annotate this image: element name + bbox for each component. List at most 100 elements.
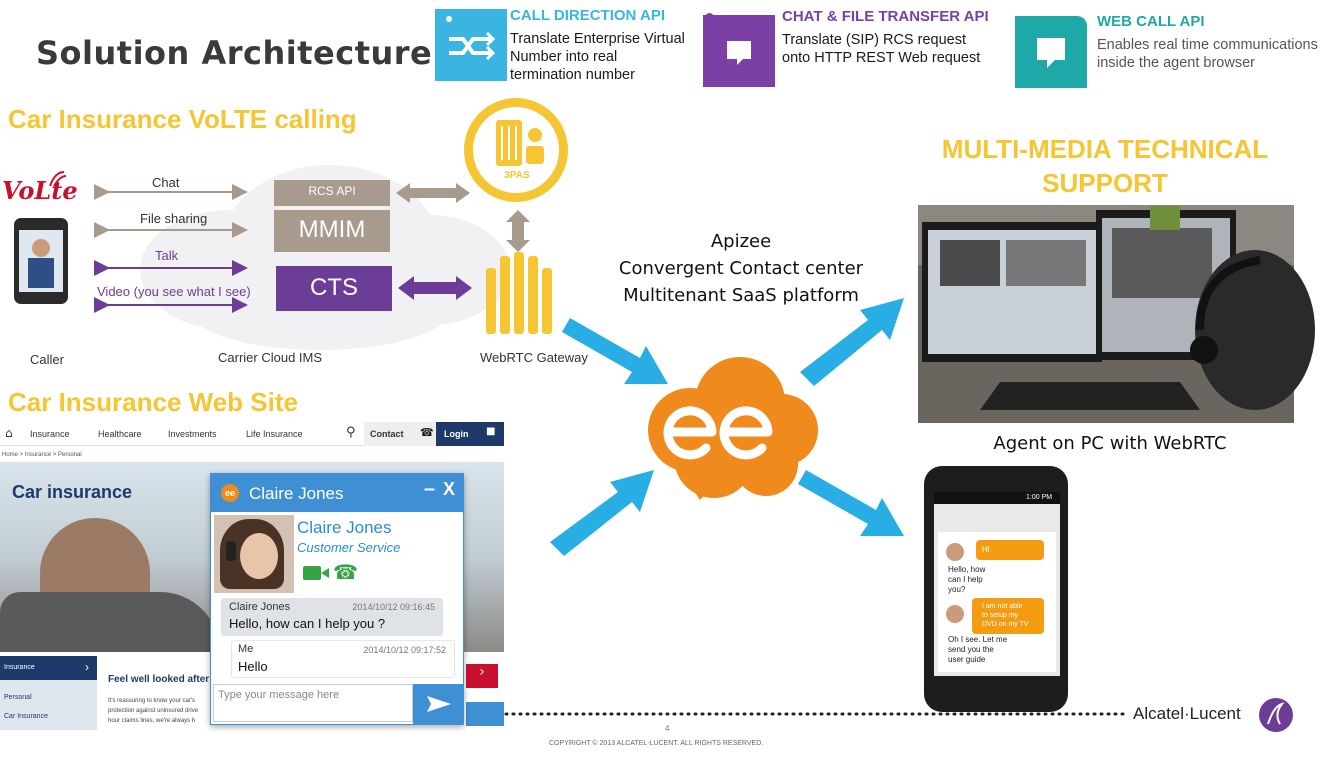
chat-header[interactable]: ee Claire Jones – X — [211, 474, 463, 512]
phone-reply2: Oh I see. Let me send you the user guide — [948, 635, 1007, 665]
phone-bubble-hi: Hi — [982, 545, 990, 554]
call-direction-desc-line2: Number into real — [510, 49, 618, 65]
phone-reply1-line3: you? — [948, 585, 966, 594]
chevron-right-icon: › — [85, 660, 89, 674]
apizee-chat-logo-icon: ee — [221, 484, 239, 502]
arrow-gateway-to-apizee — [562, 318, 668, 384]
chat-header-name: Claire Jones — [249, 484, 344, 503]
nav-insurance[interactable]: Insurance — [30, 429, 70, 439]
login-button[interactable]: Login ■ — [436, 422, 504, 446]
call-direction-api-heading: CALL DIRECTION API — [510, 7, 666, 24]
search-icon[interactable]: ⚲ — [346, 425, 356, 440]
chat-message-agent: Claire Jones 2014/10/12 09:16:45 Hello, … — [221, 598, 443, 636]
web-call-api-heading: WEB CALL API — [1097, 13, 1205, 30]
feel-well-heading: Feel well looked after o — [108, 674, 219, 685]
call-direction-api-icon — [435, 9, 507, 81]
phone-icon: ☎ — [420, 426, 434, 439]
link-video-label: Video (you see what I see) — [97, 284, 251, 299]
chat-transfer-dot — [705, 13, 714, 22]
msg1-time: 2014/10/12 09:16:45 — [352, 602, 435, 612]
chat-input[interactable]: Type your message here — [213, 684, 413, 722]
phone-reply1: Hello, how can I help you? — [948, 565, 985, 595]
brand-name: Alcatel·Lucent — [1133, 704, 1241, 723]
home-icon[interactable]: ⌂ — [5, 426, 13, 440]
copyright: COPYRIGHT © 2013 ALCATEL-LUCENT. ALL RIG… — [549, 740, 764, 747]
agent-smartphone — [924, 466, 1068, 712]
msg2-sender: Me — [238, 643, 254, 655]
caller-phone-icon — [14, 218, 68, 304]
login-label: Login — [444, 429, 469, 439]
video-call-icon[interactable] — [303, 566, 321, 580]
multimedia-title-line2: SUPPORT — [1042, 168, 1168, 198]
rcs-api-box — [274, 180, 390, 206]
gateway-label: WebRTC Gateway — [480, 350, 588, 365]
minimize-icon[interactable]: – — [423, 478, 435, 500]
body-text: It's reassuring to know your car's prote… — [108, 696, 198, 726]
volte-section-title: Car Insurance VoLTE calling — [8, 104, 357, 134]
contact-button[interactable]: Contact ☎ — [364, 422, 436, 446]
cts-label: CTS — [310, 274, 358, 301]
chat-widget[interactable]: ee Claire Jones – X Claire Jones Custome… — [210, 473, 464, 725]
multimedia-title-line1: MULTI-MEDIA TECHNICAL — [941, 134, 1269, 164]
arrow-apizee-to-phone — [798, 470, 904, 536]
call-direction-api-desc: Translate Enterprise Virtual Number into… — [510, 30, 710, 84]
headset-icon — [226, 541, 236, 561]
nav-healthcare[interactable]: Healthcare — [98, 429, 142, 439]
apizee-logo — [648, 357, 818, 500]
msg1-text: Hello, how can I help you ? — [229, 616, 386, 631]
send-button[interactable] — [413, 684, 463, 724]
slide-title: Solution Architecture — [36, 34, 433, 72]
link-chat-label: Chat — [152, 175, 180, 190]
carrier-cloud-label: Carrier Cloud IMS — [218, 350, 323, 365]
cts-box — [276, 266, 392, 311]
phone-reply1-line2: can I help — [948, 575, 983, 584]
chat-transfer-desc-line1: Translate (SIP) RCS request — [782, 32, 966, 48]
phone-bubble2-line2: to setup my — [982, 612, 1019, 619]
web-call-api-desc: Enables real time communications inside … — [1097, 36, 1326, 72]
rcs-api-label: RCS API — [308, 184, 356, 198]
body-line3: hour claims lines, we're always h — [108, 718, 196, 724]
chat-transfer-api-heading: CHAT & FILE TRANSFER API — [782, 8, 989, 25]
nav-investments[interactable]: Investments — [168, 429, 217, 439]
multimedia-title: MULTI-MEDIA TECHNICAL SUPPORT — [910, 132, 1300, 200]
red-cta-button[interactable]: › — [466, 664, 498, 688]
arrow-apizee-to-pc — [800, 298, 904, 386]
msg1-sender: Claire Jones — [229, 601, 291, 613]
agent-avatar — [214, 515, 294, 593]
webrtc-gateway-icon — [486, 252, 552, 334]
agent-role: Customer Service — [297, 540, 401, 555]
arrow-website-to-apizee — [550, 470, 654, 556]
close-icon[interactable]: X — [442, 479, 455, 499]
blue-cta-button[interactable] — [466, 702, 504, 726]
msg2-time: 2014/10/12 09:17:52 — [363, 645, 446, 655]
mmim-label: MMIM — [298, 216, 366, 243]
call-direction-desc-line3: termination number — [510, 67, 635, 83]
side-menu-insurance[interactable]: Insurance › — [0, 656, 97, 680]
chat-transfer-api-icon — [703, 15, 775, 87]
web-call-api-icon — [1015, 16, 1087, 88]
phone-reply2-line3: user guide — [948, 655, 986, 664]
side-menu-personal[interactable]: Personal — [4, 694, 32, 701]
chat-transfer-api-desc: Translate (SIP) RCS request onto HTTP RE… — [782, 31, 1002, 67]
phone-bubble2-line3: DVD on my TV — [982, 621, 1029, 628]
nav-life-insurance[interactable]: Life Insurance — [246, 429, 303, 439]
3pas-server-icon — [464, 98, 568, 202]
agent-pc-caption: Agent on PC with WebRTC — [993, 433, 1227, 454]
body-line2: protection against uninsured drive — [108, 708, 199, 714]
link-file-label: File sharing — [140, 211, 208, 226]
website-nav-bar: ⌂ Insurance Healthcare Investments Life … — [0, 422, 504, 446]
volte-logo-text: VoLte — [2, 176, 78, 205]
cts-to-gateway-arrow — [398, 276, 472, 300]
phone-call-icon[interactable]: ☎ — [333, 560, 358, 584]
apizee-line1: Apizee — [710, 231, 772, 252]
3pas-label: 3PAS — [504, 170, 530, 181]
rcs-to-3pas-arrow — [396, 183, 470, 203]
hero-car — [0, 592, 220, 652]
agent-pc-photo — [918, 205, 1315, 423]
apizee-line2: Convergent Contact center — [618, 258, 864, 279]
web-call-desc-line2: inside the agent browser — [1097, 55, 1255, 71]
apizee-line3: Multitenant SaaS platform — [623, 285, 859, 306]
side-menu-car-insurance[interactable]: Car Insurance — [4, 713, 48, 720]
phone-reply1-line1: Hello, how — [948, 565, 986, 574]
phone-bubble2: I am not able to setup my DVD on my TV — [982, 602, 1029, 629]
